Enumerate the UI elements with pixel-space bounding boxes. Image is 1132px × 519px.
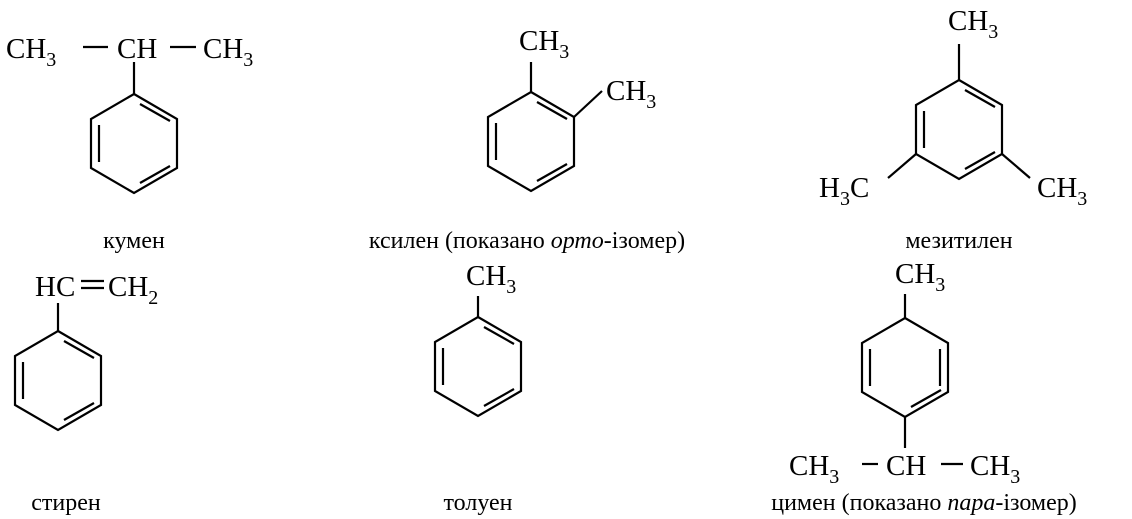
caption-mesitylene: мезитилен	[905, 228, 1012, 254]
mesitylene-ch3-top: CH3	[948, 5, 998, 43]
cumene-structure: CH3 CH CH3	[6, 33, 253, 195]
xylene-structure: CH3 CH3	[486, 25, 656, 193]
styrene-hc: HC	[35, 271, 75, 303]
cumene-ch3-left: CH3	[6, 33, 56, 71]
mesitylene-h3c-left: H3C	[819, 172, 869, 210]
caption-cymene: цимен (показано пара-ізомер)	[771, 490, 1077, 516]
styrene-benzene-ring	[13, 329, 103, 432]
cumene-ch: CH	[117, 33, 157, 65]
caption-cumene: кумен	[103, 228, 165, 254]
cymene-ch3-top: CH3	[895, 258, 945, 296]
caption-toluene: толуен	[443, 490, 512, 516]
mesitylene-double-bond-2	[964, 89, 996, 108]
xylene-benzene-ring	[486, 90, 576, 193]
cumene-double-bond-2	[139, 103, 171, 122]
toluene-benzene-ring	[433, 315, 523, 418]
cymene-structure: CH3 CH3 CH CH3	[789, 258, 1020, 488]
cumene-ch3-right: CH3	[203, 33, 253, 71]
styrene-ch2: CH2	[108, 271, 158, 309]
mesitylene-bond-left	[887, 153, 917, 179]
cymene-ch3-right: CH3	[970, 450, 1020, 488]
cymene-ch3-left: CH3	[789, 450, 839, 488]
cumene-double-bond-3	[139, 165, 171, 184]
mesitylene-bond-right	[1001, 153, 1031, 179]
mesitylene-structure: CH3 H3C CH3	[819, 5, 1087, 210]
xylene-bond-right	[573, 90, 603, 118]
toluene-double-bond-2	[483, 326, 515, 345]
cymene-benzene-ring	[860, 316, 950, 419]
caption-xylene: ксилен (показано орто-ізомер)	[369, 228, 685, 254]
styrene-ring-double-2	[63, 340, 95, 359]
toluene-ch3: CH3	[466, 260, 516, 298]
mesitylene-double-bond-3	[964, 151, 996, 170]
toluene-double-bond-3	[483, 388, 515, 407]
toluene-structure: CH3	[433, 260, 523, 418]
mesitylene-ch3-right: CH3	[1037, 172, 1087, 210]
cumene-benzene-ring	[89, 92, 179, 195]
xylene-double-bond-3	[536, 163, 568, 182]
caption-styrene: стирен	[31, 490, 101, 516]
styrene-structure: HC CH2	[13, 271, 158, 432]
xylene-ch3-top: CH3	[519, 25, 569, 63]
cymene-ch: CH	[886, 450, 926, 482]
xylene-ch3-right: CH3	[606, 75, 656, 113]
cymene-double-bond-3	[910, 389, 942, 408]
xylene-double-bond-2	[536, 101, 568, 120]
mesitylene-benzene-ring	[914, 78, 1004, 181]
styrene-ring-double-3	[63, 402, 95, 421]
